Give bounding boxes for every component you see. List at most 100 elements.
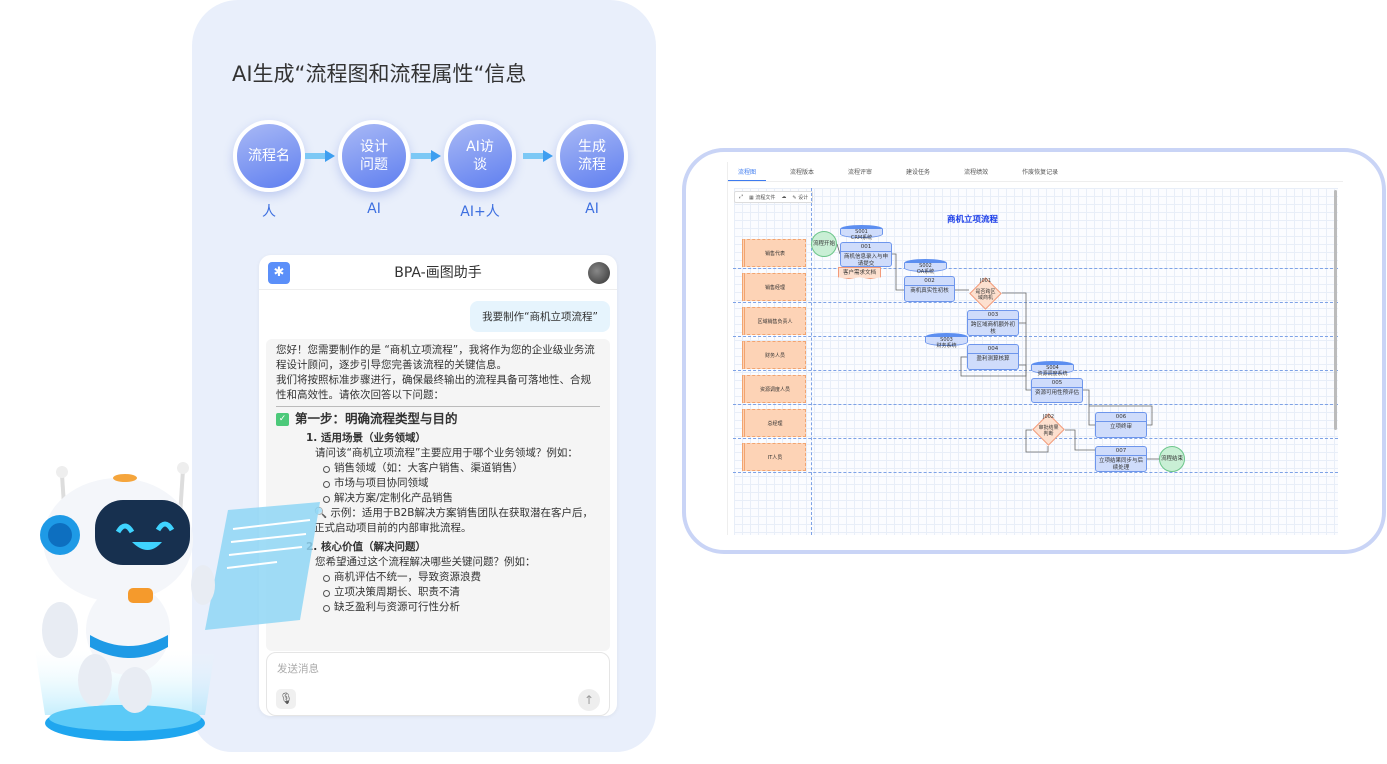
design-button[interactable]: ✎ 设计 xyxy=(792,194,809,201)
activity-id: 006 xyxy=(1096,413,1146,422)
activity-node[interactable]: 002 商机真实性初核 xyxy=(904,276,955,302)
step-1: 流程名 xyxy=(233,120,305,192)
system-id: S003 xyxy=(940,337,953,343)
send-button[interactable]: ↑ xyxy=(578,689,600,711)
message-input[interactable]: 发送消息 🎙 ↑ xyxy=(266,652,610,716)
avatar[interactable] xyxy=(588,262,610,284)
lane-separator xyxy=(733,404,1338,405)
system-name: 财务系统 xyxy=(936,343,957,349)
arrow-icon xyxy=(411,150,441,162)
step-3: AI访谈 xyxy=(444,120,516,192)
divider xyxy=(276,406,600,407)
lane-divider xyxy=(811,188,812,535)
q1-example: 🔍 示例：适用于B2B解决方案销售团队在获取潜在客户后，正式启动项目前的内部审批… xyxy=(314,507,593,534)
headline: AI生成“流程图和流程属性“信息 xyxy=(232,62,527,86)
design-label: 设计 xyxy=(798,194,809,201)
q1-option: 解决方案/定制化产品销售 xyxy=(276,491,600,506)
chat-header: ✱ BPA-画图助手 xyxy=(259,255,617,290)
tab-versions[interactable]: 流程版本 xyxy=(790,169,815,176)
ai-intro-2: 我们将按照标准步骤进行，确保最终输出的流程具备可落地性、合规性和高效性。请依次回… xyxy=(276,374,591,401)
puzzle-icon[interactable]: ✱ xyxy=(268,262,290,284)
diagram-toolbar: ⤢ ▦ 流程文件 ☁ ✎ 设计 xyxy=(734,191,814,203)
end-node[interactable]: 流程结束 xyxy=(1159,446,1185,472)
lane-label[interactable]: 销售经理 xyxy=(742,273,806,301)
q2-option: 缺乏盈利与资源可行性分析 xyxy=(276,600,600,615)
activity-name: 商机信息录入与申请提交 xyxy=(843,254,888,267)
ai-step-title: ✓ 第一步：明确流程类型与目的 xyxy=(276,410,600,428)
file-button[interactable]: ▦ 流程文件 xyxy=(749,194,776,201)
system-name: 资源调度系统 xyxy=(1037,371,1068,377)
q2-text: 您希望通过这个流程解决哪些关键问题？例如： xyxy=(315,556,536,568)
scrollbar[interactable] xyxy=(1334,190,1337,430)
start-node[interactable]: 流程开始 xyxy=(811,231,837,257)
activity-id: 001 xyxy=(841,243,891,252)
user-message: 我要制作“商机立项流程” xyxy=(470,301,610,332)
activity-node[interactable]: 007 立项结果同步与后续处理 xyxy=(1095,446,1147,472)
system-id: S002 xyxy=(919,263,932,269)
tab-review[interactable]: 流程评审 xyxy=(848,169,873,176)
fullscreen-icon[interactable]: ⤢ xyxy=(739,194,744,200)
arrow-icon xyxy=(523,150,553,162)
step-title-text: 第一步：明确流程类型与目的 xyxy=(295,411,458,426)
activity-id: 005 xyxy=(1032,379,1082,388)
lane-label[interactable]: 总经理 xyxy=(742,409,806,437)
lane-label[interactable]: 资源调度人员 xyxy=(742,375,806,403)
activity-name: 立项终审 xyxy=(1109,424,1132,430)
tab-flowchart[interactable]: 流程图 xyxy=(728,162,767,181)
q1-option: 销售领域（如：大客户销售、渠道销售） xyxy=(276,461,600,476)
step-3-actor: AI+人 xyxy=(460,204,500,220)
activity-node[interactable]: 006 立项终审 xyxy=(1095,412,1147,438)
robot-illustration xyxy=(35,462,320,741)
lane-separator xyxy=(733,336,1338,337)
step-4: 生成流程 xyxy=(556,120,628,192)
activity-id: 002 xyxy=(905,277,954,286)
ai-message: 您好！您需要制作的是 “商机立项流程”，我将作为您的企业级业务流程设计顾问，逐步… xyxy=(266,339,610,651)
lane-label[interactable]: 区域销售负责人 xyxy=(742,307,806,335)
tab-tasks[interactable]: 建设任务 xyxy=(906,169,931,176)
flow-title: 商机立项流程 xyxy=(947,215,999,225)
activity-node[interactable]: 001 商机信息录入与申请提交 xyxy=(840,242,892,267)
q2-title: 2. 核心价值（解决问题） xyxy=(306,541,426,553)
microphone-icon[interactable]: 🎙 xyxy=(276,689,296,709)
activity-id: 004 xyxy=(968,345,1018,354)
lane-label[interactable]: IT人员 xyxy=(742,443,806,471)
activity-name: 商机真实性初核 xyxy=(910,288,949,294)
activity-name: 资源可用性预评估 xyxy=(1034,390,1079,396)
chat-window: ✱ BPA-画图助手 我要制作“商机立项流程” 您好！您需要制作的是 “商机立项… xyxy=(259,255,617,716)
message-placeholder: 发送消息 xyxy=(277,663,319,675)
step-1-actor: 人 xyxy=(262,204,276,220)
checkbox-icon: ✓ xyxy=(276,412,289,426)
cloud-icon[interactable]: ☁ xyxy=(781,194,787,200)
q1-title: 1. 适用场景（业务领域） xyxy=(306,432,426,444)
activity-name: 跨区域商机额外初核 xyxy=(970,322,1015,335)
decision-name: 是否跨区域商机 xyxy=(975,289,996,301)
lane-label[interactable]: 销售代表 xyxy=(742,239,806,267)
activity-name: 立项结果同步与后续处理 xyxy=(1098,458,1143,471)
activity-id: 007 xyxy=(1096,447,1146,456)
lane-separator xyxy=(733,268,1338,269)
step-4-actor: AI xyxy=(585,201,599,217)
tab-bar: 流程图 流程版本 流程评审 建设任务 流程绩效 作废恢复记录 xyxy=(728,162,1343,182)
ai-intro-1: 您好！您需要制作的是 “商机立项流程”，我将作为您的企业级业务流程设计顾问，逐步… xyxy=(276,344,595,371)
decision-name: 审批结果判断 xyxy=(1038,425,1059,437)
tab-performance[interactable]: 流程绩效 xyxy=(964,169,989,176)
activity-node[interactable]: 005 资源可用性预评估 xyxy=(1031,378,1083,403)
chat-title: BPA-画图助手 xyxy=(394,265,482,281)
step-2: 设计问题 xyxy=(338,120,410,192)
system-name: CRM系统 xyxy=(850,235,873,241)
lane-separator xyxy=(733,472,1338,473)
system-name: OA系统 xyxy=(916,269,935,275)
q2-option: 商机评估不统一，导致资源浪费 xyxy=(276,570,600,585)
lane-label[interactable]: 财务人员 xyxy=(742,341,806,369)
file-label: 流程文件 xyxy=(755,194,776,201)
bpa-app-screen: 流程图 流程版本 流程评审 建设任务 流程绩效 作废恢复记录 ⤢ ▦ 流程文件 … xyxy=(727,162,1343,535)
tab-void-records[interactable]: 作废恢复记录 xyxy=(1022,169,1059,176)
